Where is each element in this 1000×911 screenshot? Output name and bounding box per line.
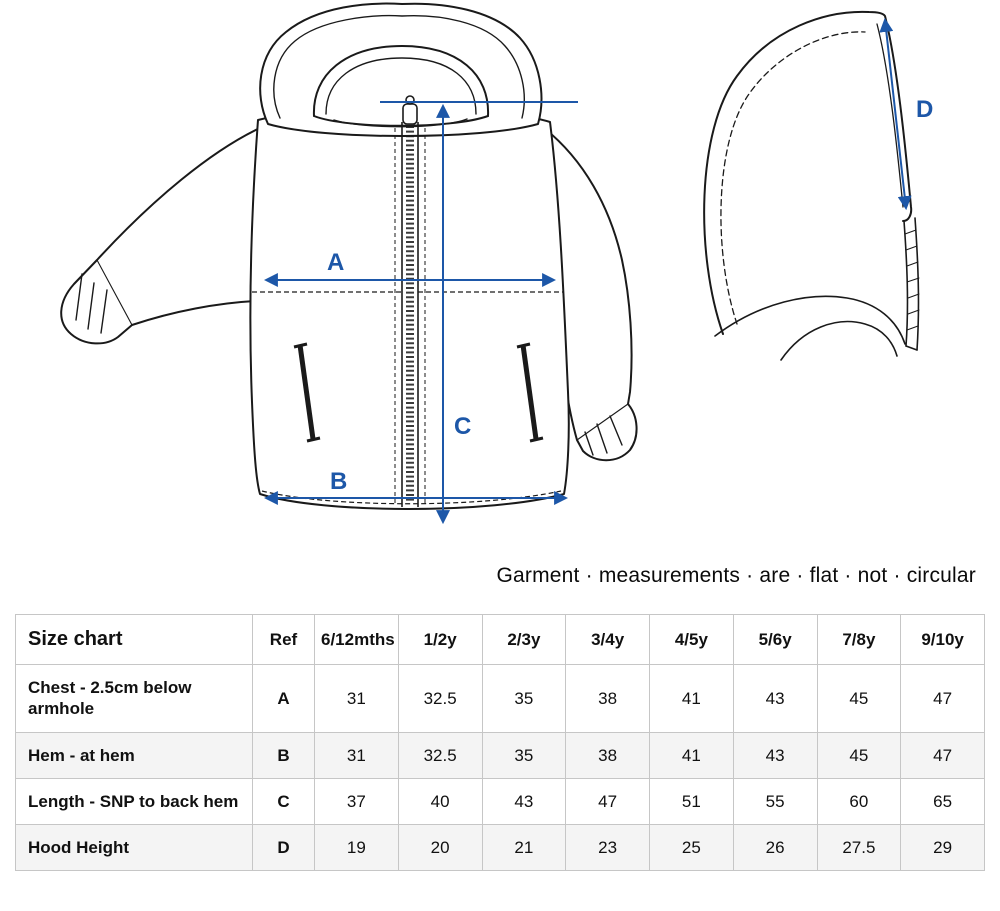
row-ref: D [252, 823, 315, 872]
table-cell: 35 [481, 731, 567, 779]
table-cell: 19 [314, 823, 399, 872]
table-cell: 43 [732, 731, 818, 779]
table-header-row: Size chart Ref 6/12mths 1/2y 2/3y 3/4y 4… [15, 614, 985, 665]
hood-seam-dashed [720, 31, 866, 325]
collar-curve [780, 320, 898, 361]
col-header-size: 5/6y [732, 614, 818, 665]
table-cell: 43 [732, 664, 818, 733]
right-pocket [520, 344, 539, 440]
table-cell: 45 [816, 731, 902, 779]
table-cell: 60 [816, 777, 902, 826]
table-cell: 25 [649, 823, 734, 872]
col-header-size: 3/4y [565, 614, 650, 665]
hood-diagram: D [703, 10, 933, 361]
col-header-size: 4/5y [649, 614, 734, 665]
zipper [394, 95, 426, 507]
table-cell: 40 [397, 777, 483, 826]
table-cell: 26 [732, 823, 818, 872]
col-header-ref: Ref [252, 614, 315, 665]
row-ref: B [252, 731, 315, 779]
col-header-size: 7/8y [816, 614, 902, 665]
dimension-c-label: C [454, 413, 471, 440]
table-cell: 51 [649, 777, 734, 826]
table-cell: 27.5 [816, 823, 902, 872]
row-ref: C [252, 777, 315, 826]
table-cell: 43 [481, 777, 567, 826]
table-cell: 65 [900, 777, 985, 826]
dimension-d-arrow [879, 17, 912, 211]
table-cell: 32.5 [397, 731, 483, 779]
table-cell: 47 [565, 777, 650, 826]
table-cell: 29 [900, 823, 985, 872]
row-ref: A [252, 664, 315, 733]
row-label: Chest - 2.5cm below armhole [15, 664, 253, 733]
table-cell: 38 [565, 664, 650, 733]
jacket-diagram: A B C [60, 2, 638, 525]
garment-figures: A B C [60, 2, 933, 525]
left-pocket [297, 344, 316, 440]
table-row-hood-height: Hood Height D 19 20 21 23 25 26 27.5 29 [15, 823, 985, 872]
table-row-hem: Hem - at hem B 31 32.5 35 38 41 43 45 47 [15, 731, 985, 779]
caption: Garment · measurements · are · flat · no… [496, 564, 976, 587]
table-cell: 47 [900, 664, 985, 733]
col-header-size: 2/3y [481, 614, 567, 665]
dimension-d-label: D [916, 96, 933, 123]
table-cell: 55 [732, 777, 818, 826]
zipper-pull [402, 103, 418, 125]
table-cell: 21 [481, 823, 567, 872]
size-chart-section: Size chart Ref 6/12mths 1/2y 2/3y 3/4y 4… [15, 614, 985, 872]
table-cell: 45 [816, 664, 902, 733]
dimension-a-label: A [327, 249, 344, 276]
row-label: Length - SNP to back hem [15, 777, 253, 826]
row-label: Hem - at hem [15, 731, 253, 779]
col-header-size: 6/12mths [314, 614, 399, 665]
table-row-length: Length - SNP to back hem C 37 40 43 47 5… [15, 777, 985, 826]
table-cell: 35 [481, 664, 567, 733]
col-header-size: 1/2y [397, 614, 483, 665]
table-cell: 47 [900, 731, 985, 779]
placket-hatching [904, 229, 920, 331]
hood-outline [703, 10, 920, 361]
shoulder-curve [714, 295, 906, 345]
table-cell: 31 [314, 664, 399, 733]
col-header-size: 9/10y [900, 614, 985, 665]
row-label: Hood Height [15, 823, 253, 872]
table-cell: 31 [314, 731, 399, 779]
table-cell: 23 [565, 823, 650, 872]
dimension-lines [263, 101, 578, 525]
page: A B C [15, 2, 985, 872]
table-cell: 37 [314, 777, 399, 826]
dimension-b-label: B [330, 468, 347, 495]
table-title: Size chart [15, 614, 253, 665]
table-cell: 41 [649, 664, 734, 733]
table-cell: 41 [649, 731, 734, 779]
table-cell: 32.5 [397, 664, 483, 733]
table-cell: 38 [565, 731, 650, 779]
dimension-lines-hood [879, 17, 912, 211]
table-cell: 20 [397, 823, 483, 872]
size-chart-table: Size chart Ref 6/12mths 1/2y 2/3y 3/4y 4… [15, 614, 985, 872]
table-row-chest: Chest - 2.5cm below armhole A 31 32.5 35… [15, 664, 985, 733]
